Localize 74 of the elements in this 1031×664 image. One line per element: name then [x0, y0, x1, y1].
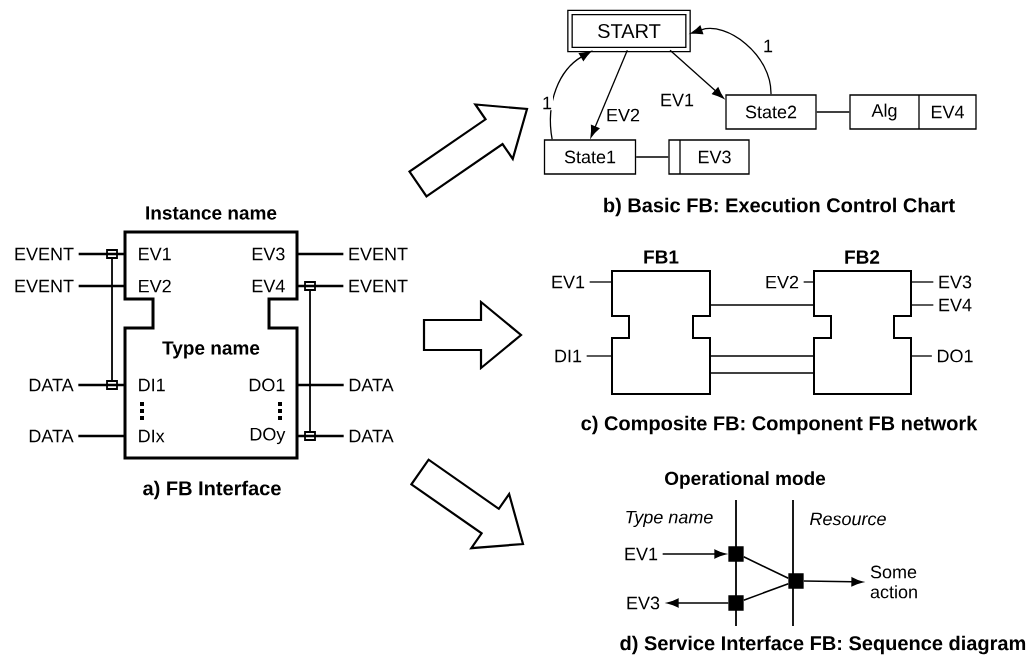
edge-label: EV2: [605, 107, 641, 123]
port-label: EV2: [766, 275, 799, 289]
node-label: FB1: [644, 250, 679, 264]
connector: [297, 284, 344, 288]
connector: [589, 281, 612, 283]
connector: [802, 577, 863, 587]
initial-state-box: START: [567, 9, 691, 53]
connector: [911, 281, 934, 283]
port-name: DO1: [249, 378, 285, 392]
port-name: EV2: [139, 279, 171, 293]
connector: [78, 383, 125, 387]
connector: [667, 598, 730, 608]
connector: [710, 372, 814, 374]
connector: [742, 583, 790, 601]
edge-label: EV1: [659, 92, 695, 108]
port-name: DIx: [139, 429, 165, 443]
caption: c) Composite FB: Component FB network: [581, 415, 978, 435]
port-label: EV3: [939, 275, 972, 289]
connector: [911, 355, 933, 357]
port-label: EVENT: [15, 247, 74, 261]
port-label: DO1: [937, 349, 973, 363]
connector: [297, 383, 344, 387]
port-label: EV1: [552, 275, 585, 289]
port-label: DI1: [555, 349, 582, 363]
connector: [78, 284, 125, 288]
state-box: State2: [725, 94, 817, 130]
node-label: FB2: [845, 250, 880, 264]
state-box: State1: [543, 139, 637, 175]
connector: [590, 49, 628, 138]
edge-label: 1: [762, 38, 774, 54]
connector: [586, 355, 612, 357]
action-box: EV3: [668, 139, 750, 175]
connector: [816, 111, 850, 113]
connector: [549, 50, 592, 140]
function-block: FB2: [813, 250, 912, 395]
connector: [669, 49, 724, 99]
port-name: EV3: [252, 247, 285, 261]
connector: [742, 556, 790, 579]
node-label: Instance name: [146, 206, 277, 220]
connector: [661, 549, 726, 559]
connector: [78, 434, 125, 438]
connector: [911, 304, 934, 306]
port-label: EV1: [625, 547, 658, 561]
connector: [635, 156, 669, 158]
port-name: EV4: [252, 279, 285, 293]
connector: [78, 252, 125, 256]
caption: b) Basic FB: Execution Control Chart: [604, 197, 955, 217]
caption: a) FB Interface: [143, 480, 281, 500]
connector: [297, 434, 344, 438]
port-label: EVENT: [15, 279, 74, 293]
edge-label: 1: [541, 95, 553, 111]
caption: d) Service Interface FB: Sequence diagram: [620, 635, 1026, 655]
port-label: EV4: [939, 298, 972, 312]
port-name: DOy: [250, 427, 286, 445]
port-label: EVENT: [349, 279, 408, 293]
port-label: EVENT: [349, 247, 408, 261]
heading: Operational mode: [665, 471, 826, 489]
port-name: DI1: [139, 378, 165, 392]
connector: [297, 252, 344, 256]
lifeline-label: Type name: [626, 510, 713, 528]
port-label: Some action: [870, 565, 917, 599]
connector: [803, 281, 814, 283]
connector: [710, 304, 814, 306]
port-label: DATA: [29, 429, 74, 443]
port-label: DATA: [29, 378, 74, 392]
port-label: DATA: [349, 378, 394, 392]
port-label: EV3: [627, 596, 660, 610]
function-block: FB1: [611, 250, 711, 395]
port-name: EV1: [139, 247, 171, 261]
port-label: DATA: [349, 429, 394, 443]
action-box: Alg EV4: [849, 94, 977, 130]
connector: [690, 25, 772, 95]
lifeline-label: Resource: [810, 512, 886, 526]
connector: [710, 355, 814, 357]
